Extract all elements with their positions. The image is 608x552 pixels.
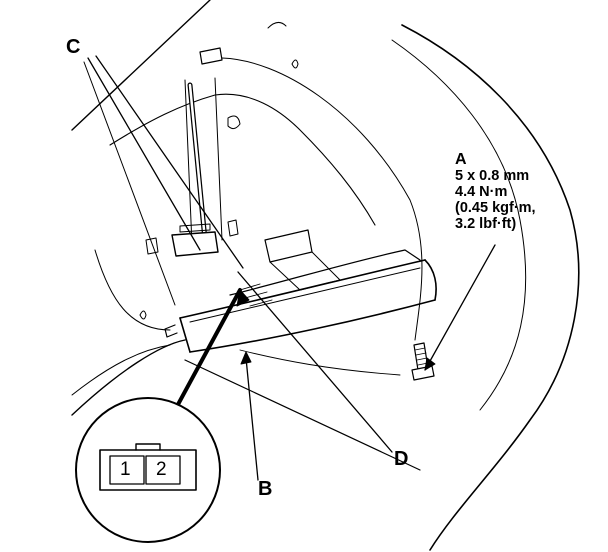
connector-face-key: [135, 443, 161, 451]
connector-detail-circle: [75, 397, 221, 543]
taillight-back-face: [424, 259, 437, 301]
harness-channel-left: [184, 79, 193, 246]
left-bracket: [145, 237, 159, 255]
torque-kgfm: (0.45 kgf·m,: [455, 200, 536, 216]
connector-pin-2-box: [145, 455, 181, 485]
leader-b: [245, 357, 259, 481]
lower-body-line-2: [71, 344, 171, 396]
leader-a: [424, 244, 496, 371]
taillight-socket-box: [264, 229, 313, 263]
harness-channel-right: [214, 77, 223, 241]
top-wire: [221, 57, 423, 341]
taillight-front-face: [179, 317, 191, 353]
floor-line: [239, 349, 401, 376]
taillight-pin-left: [164, 324, 178, 338]
inner-panel-lower: [94, 249, 171, 331]
taillight-housing-top: [189, 267, 421, 323]
inner-panel-outline: [109, 93, 376, 226]
connector-latch: [179, 223, 211, 233]
connector-pin-1-box: [109, 455, 145, 485]
small-hole-3: [267, 22, 287, 29]
small-hole-2: [139, 310, 147, 320]
leader-c-3: [83, 61, 176, 306]
bolt-thread: [414, 347, 429, 366]
connector-face-outline: [99, 449, 197, 491]
harness-clip: [227, 115, 241, 130]
torque-lbfft: 3.2 lbf·ft): [455, 216, 517, 232]
bolt-spec-block: A 5 x 0.8 mm 4.4 N·m (0.45 kgf·m, 3.2 lb…: [455, 151, 536, 233]
right-bracket: [227, 219, 239, 237]
callout-c: C: [66, 36, 81, 58]
trunk-opening-edge: [71, 0, 211, 131]
bumper-line: [184, 359, 421, 471]
arrow-b: [240, 351, 252, 365]
detail-leader: [173, 288, 242, 412]
callout-a: A: [455, 151, 467, 168]
torque-nm: 4.4 N·m: [455, 184, 508, 200]
bolt-head: [411, 365, 435, 381]
leader-c-2: [95, 55, 244, 269]
detail-arrow-head: [236, 289, 250, 307]
quarter-panel-inner-curve: [391, 39, 527, 411]
arrow-a: [424, 357, 436, 371]
leader-d: [237, 271, 393, 453]
taillight-socket-inner: [269, 251, 341, 291]
taillight-lens-bottom: [189, 299, 436, 353]
connector-body: [171, 231, 219, 257]
taillight-housing-back: [229, 249, 421, 296]
quarter-panel-outer-curve: [401, 24, 580, 551]
bolt-size: 5 x 0.8 mm: [455, 168, 530, 184]
wire-harness-inner: [188, 83, 207, 242]
connector-pin-2-label: 2: [156, 459, 167, 480]
leader-c-1: [87, 57, 201, 251]
connector-pin-1-label: 1: [120, 459, 131, 480]
callout-b: B: [258, 478, 273, 500]
small-hole-1: [291, 59, 299, 69]
top-clip: [199, 47, 223, 65]
callout-d: D: [394, 448, 409, 470]
lower-body-line: [71, 339, 186, 416]
